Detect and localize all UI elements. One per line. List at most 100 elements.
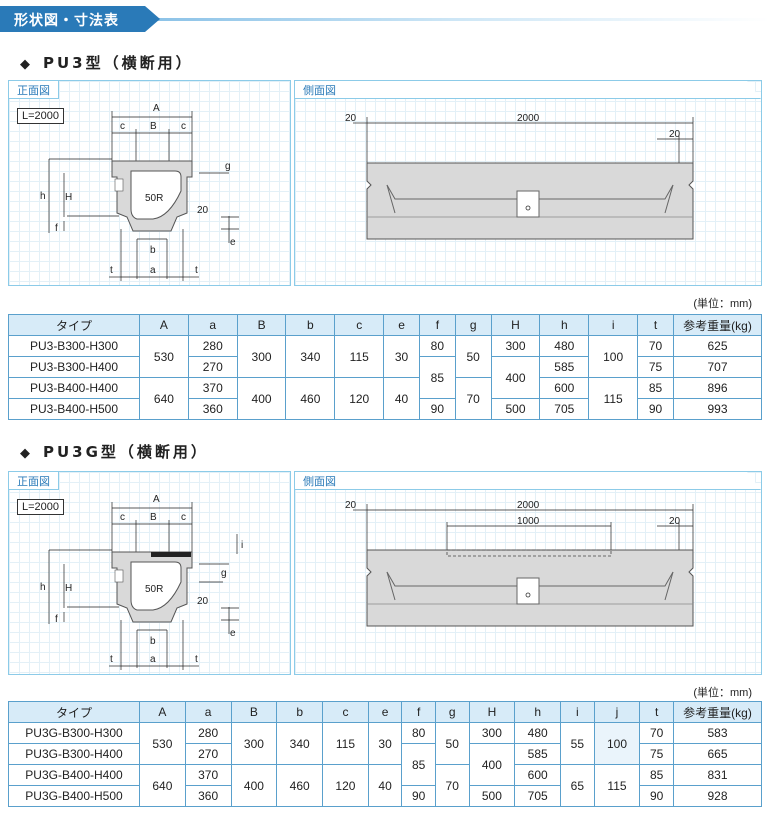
table-cell: 65 xyxy=(560,764,595,807)
dim-t-right: t xyxy=(195,654,198,665)
table-row: PU3G-B400-H500 360 90 500 705 90 928 xyxy=(8,785,762,807)
col-H: H xyxy=(490,314,541,336)
side-view-panel-g: 側面図 20 2000 1000 20 xyxy=(294,471,762,675)
table-cell: 100 xyxy=(588,335,639,378)
dim-g: g xyxy=(221,568,227,579)
table-cell: 665 xyxy=(673,743,762,765)
table-cell: 600 xyxy=(514,764,562,786)
table-cell: 90 xyxy=(401,785,436,807)
dim-e: e xyxy=(230,628,236,639)
side-view-drawing-g: 20 2000 1000 20 xyxy=(345,500,694,627)
table-cell: 928 xyxy=(673,785,762,807)
diamond-icon: ◆ xyxy=(20,446,33,461)
dim-f: f xyxy=(55,223,58,234)
table-cell: 400 xyxy=(490,356,541,399)
front-view-drawing: A c B c h H f 50R 20 g e b a t t xyxy=(40,103,239,281)
table-header-row: タイプ A a B b c e f g H h i j t 参考重量(kg) xyxy=(8,701,762,723)
side-dim-2000: 2000 xyxy=(517,113,540,124)
col-i: i xyxy=(560,701,595,723)
col-i: i xyxy=(588,314,639,336)
col-weight: 参考重量(kg) xyxy=(673,314,762,336)
table-cell: 530 xyxy=(139,335,189,378)
dim-radius: 50R xyxy=(145,193,163,204)
header-rule xyxy=(0,18,770,21)
table-cell: 707 xyxy=(673,356,762,378)
table-cell: 400 xyxy=(236,377,287,420)
header-tab xyxy=(0,6,160,32)
dim-B: B xyxy=(150,512,157,523)
dim-A: A xyxy=(153,103,160,114)
table-cell: 480 xyxy=(514,722,562,744)
col-f: f xyxy=(401,701,436,723)
side-view-caption: 側面図 xyxy=(295,472,761,490)
dim-H: H xyxy=(65,192,72,203)
table-cell: 600 xyxy=(539,377,590,399)
side-dim-2000: 2000 xyxy=(517,500,540,511)
dim-e: e xyxy=(230,237,236,248)
table-cell: 120 xyxy=(334,377,385,420)
table-cell: 625 xyxy=(673,335,762,357)
table-cell: 270 xyxy=(187,356,238,378)
table-cell: 70 xyxy=(434,764,470,807)
table-cell: PU3G-B400-H500 xyxy=(8,785,140,807)
length-label: L=2000 xyxy=(17,499,65,515)
col-a: a xyxy=(184,701,232,723)
table-cell: 585 xyxy=(539,356,590,378)
col-t: t xyxy=(639,701,674,723)
col-e: e xyxy=(367,701,403,723)
table-row: PU3G-B400-H400 640 370 400 460 120 40 70… xyxy=(8,764,762,807)
dim-H: H xyxy=(65,583,72,594)
table-cell: 896 xyxy=(673,377,762,399)
table-cell: PU3-B400-H400 xyxy=(8,377,140,399)
col-type: タイプ xyxy=(8,314,140,336)
col-b: b xyxy=(285,314,336,336)
section-header: 形状図・寸法表 xyxy=(0,6,770,32)
table-cell: 400 xyxy=(230,764,278,807)
length-label: L=2000 xyxy=(17,108,65,124)
section-title-text: PU3G型（横断用） xyxy=(43,443,209,461)
col-A: A xyxy=(139,314,189,336)
dim-B: B xyxy=(150,121,157,132)
table-cell: 70 xyxy=(637,335,674,357)
section-title-pu3: ◆PU3型（横断用） xyxy=(20,52,194,73)
table-row: PU3-B300-H300 530 280 300 340 115 30 80 … xyxy=(8,335,762,378)
table-cell: 90 xyxy=(639,785,674,807)
table-cell: 583 xyxy=(673,722,762,744)
table-cell: PU3G-B400-H400 xyxy=(8,764,140,786)
col-a: a xyxy=(187,314,238,336)
dim-h: h xyxy=(40,191,46,202)
table-cell: 585 xyxy=(514,743,562,765)
table-cell: 115 xyxy=(593,764,641,807)
front-view-drawing-g: A c B c h H f 50R 20 g i e b a t t xyxy=(40,494,243,670)
table-row: PU3G-B300-H400 270 85 400 585 75 665 xyxy=(8,743,762,786)
table-cell: 705 xyxy=(539,398,590,420)
unit-label: (単位：mm) xyxy=(693,298,752,310)
table-cell: 400 xyxy=(468,743,516,786)
col-c: c xyxy=(322,701,369,723)
dim-t-left: t xyxy=(110,654,113,665)
dim-f: f xyxy=(55,614,58,625)
table-cell: 85 xyxy=(401,743,436,786)
table-cell: 50 xyxy=(454,335,492,378)
table-cell: 30 xyxy=(383,335,420,378)
table-cell: PU3G-B300-H300 xyxy=(8,722,140,744)
table-cell: 360 xyxy=(187,398,238,420)
table-cell: 85 xyxy=(639,764,674,786)
side-dim-1000: 1000 xyxy=(517,516,540,527)
dim-c-right: c xyxy=(181,121,186,132)
unit-label: (単位：mm) xyxy=(693,687,752,699)
dim-h: h xyxy=(40,582,46,593)
dim-a: a xyxy=(150,265,156,276)
front-view-panel-g: 正面図 L=2000 A c B c h H f 50R 20 xyxy=(8,471,291,675)
col-g: g xyxy=(434,701,470,723)
section-title-text: PU3型（横断用） xyxy=(43,54,194,72)
table-cell: PU3-B300-H400 xyxy=(8,356,140,378)
table-cell: 100 xyxy=(593,722,641,765)
side-dim-20-left: 20 xyxy=(345,500,357,511)
table-cell: 115 xyxy=(334,335,385,378)
table-cell: 40 xyxy=(383,377,420,420)
table-cell: 50 xyxy=(434,722,470,765)
table-cell: 270 xyxy=(184,743,232,765)
table-row: PU3-B400-H400 640 370 400 460 120 40 70 … xyxy=(8,377,762,420)
table-cell: 640 xyxy=(139,764,186,807)
